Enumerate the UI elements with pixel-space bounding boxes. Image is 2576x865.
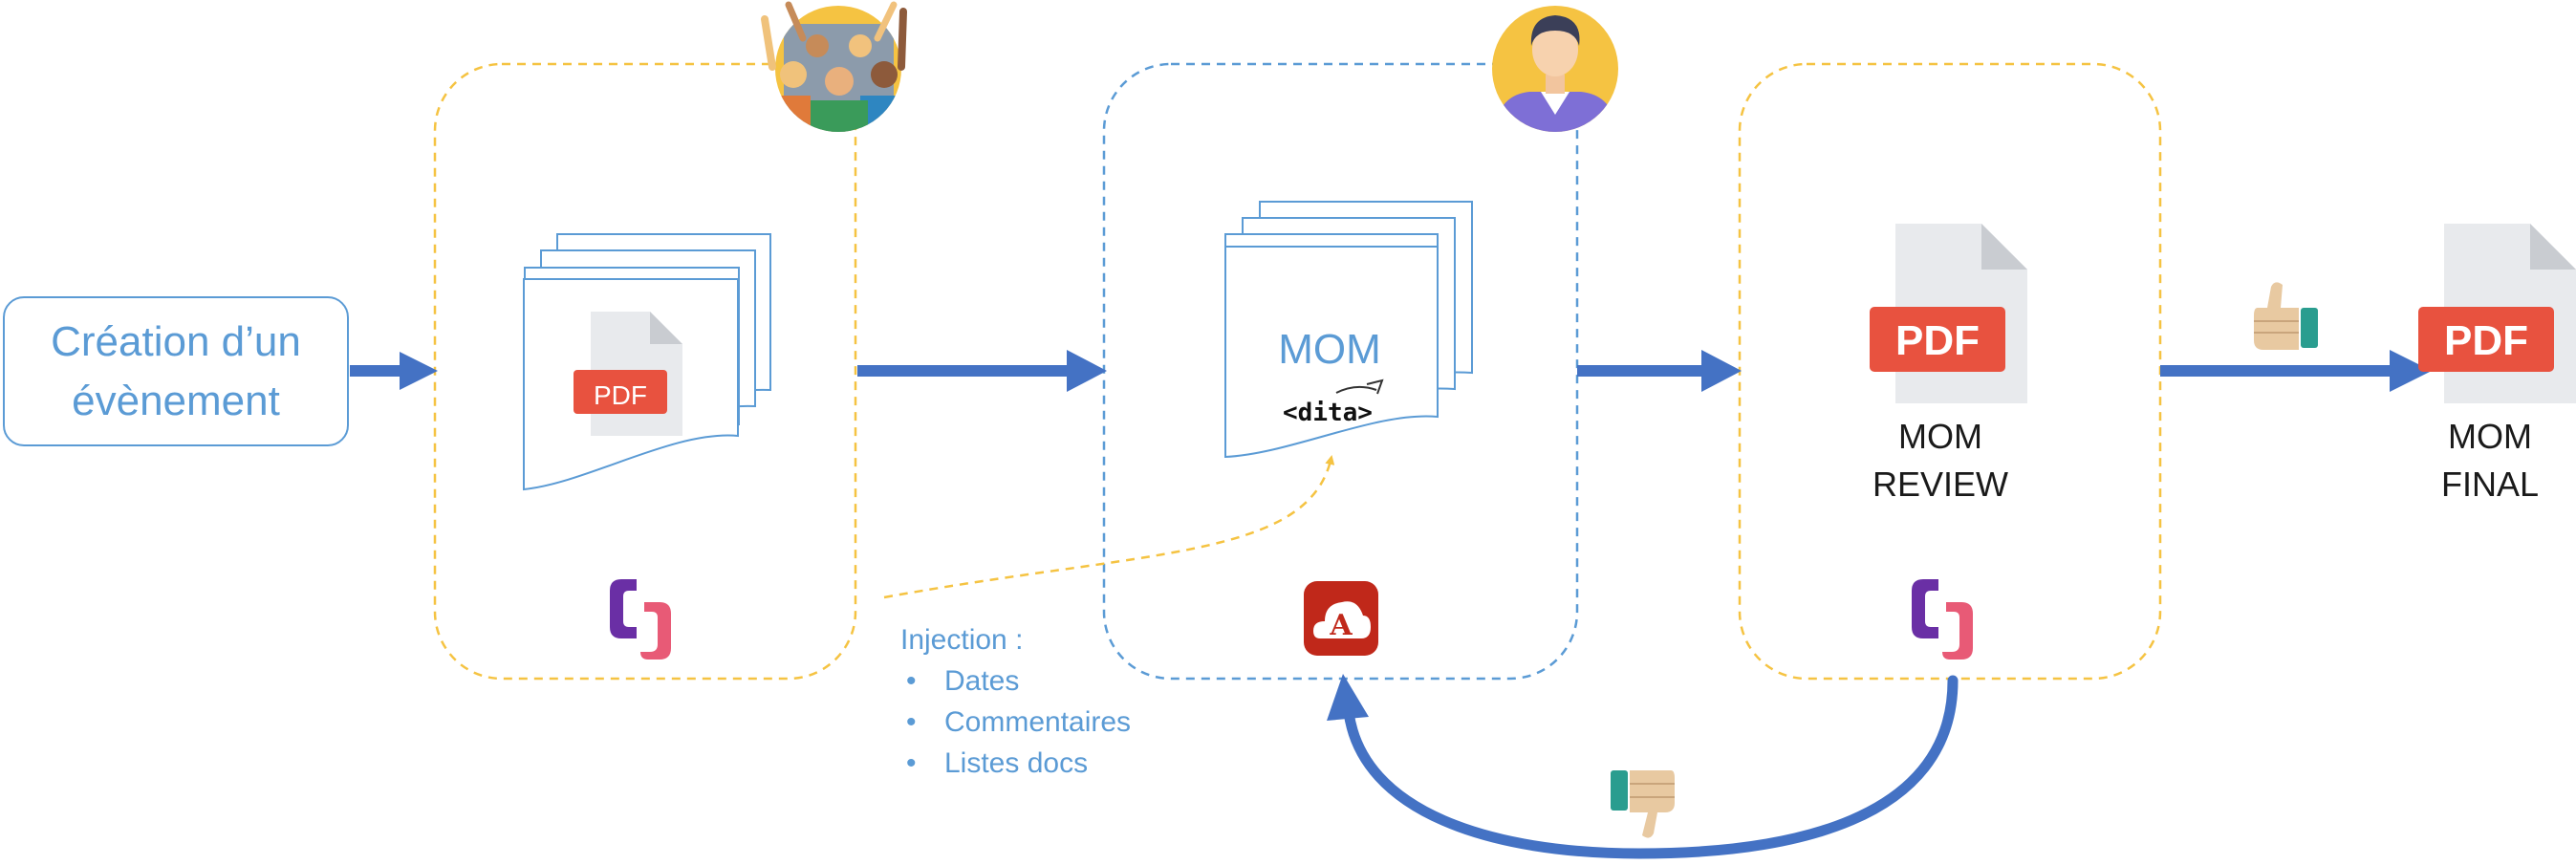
arrow-start-to-stage1 — [350, 352, 438, 390]
workflow-app-icon — [610, 579, 671, 660]
pdf-file-icon-review — [1870, 224, 2027, 403]
injection-note: Injection : Dates Commentaires Listes do… — [900, 619, 1131, 784]
mom-title: MOM — [1278, 326, 1381, 373]
review-caption-line2: REVIEW — [1872, 465, 2008, 504]
person-avatar-icon — [1492, 6, 1618, 132]
review-caption: MOM REVIEW — [1840, 413, 2041, 508]
feedback-loop-arrow — [1327, 674, 1959, 859]
pdf-badge-label: PDF — [1895, 317, 1980, 364]
injection-item: Dates — [906, 660, 1131, 702]
pdf-file-icon-small — [574, 312, 682, 436]
final-caption: MOM FINAL — [2418, 413, 2562, 508]
thumbs-down-icon — [1611, 770, 1675, 838]
injection-dashed-arrow — [883, 455, 1335, 599]
acrobat-cloud-icon: A — [1304, 581, 1378, 656]
pdf-badge-label: PDF — [2444, 317, 2528, 364]
injection-item: Commentaires — [906, 702, 1131, 743]
injection-item: Listes docs — [906, 743, 1131, 784]
event-creation-label-line2: évènement — [72, 377, 280, 424]
arrow-stage2-to-stage3 — [1577, 350, 1742, 392]
injection-heading: Injection : — [900, 624, 1024, 656]
svg-text:A: A — [1329, 609, 1353, 642]
final-caption-line1: MOM — [2448, 417, 2532, 456]
group-people-icon — [761, 1, 907, 132]
workflow-app-icon — [1912, 579, 1973, 660]
thumbs-up-icon — [2254, 282, 2318, 350]
event-creation-box: Création d’un évènement — [3, 296, 349, 446]
arrow-stage1-to-stage2 — [857, 350, 1107, 392]
review-caption-line1: MOM — [1898, 417, 1982, 456]
arrow-review-to-final — [2160, 350, 2432, 392]
pdf-file-icon-final — [2418, 224, 2576, 403]
injection-list: Dates Commentaires Listes docs — [900, 660, 1131, 784]
mom-dita-document-stack — [1224, 201, 1473, 459]
dita-tag: <dita> — [1283, 399, 1373, 427]
final-caption-line2: FINAL — [2440, 465, 2540, 504]
pdf-badge-label: PDF — [594, 380, 647, 410]
event-creation-label-line1: Création d’un — [51, 317, 301, 365]
